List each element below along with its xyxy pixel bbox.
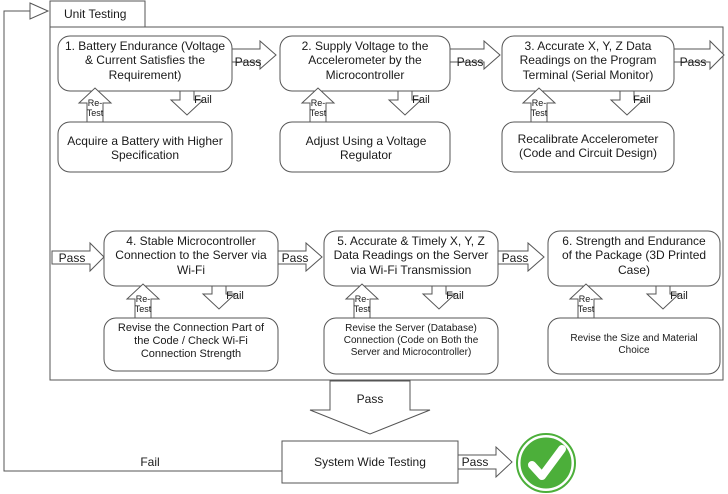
fix-label-6: Revise the Size and Material Choice	[570, 333, 698, 356]
pass-down-arrow	[309, 380, 431, 435]
system-test-label: System Wide Testing	[314, 455, 426, 469]
retest-label-1: Re-Test	[86, 98, 104, 118]
pass-label-3: Pass	[679, 55, 707, 69]
fix-box-3	[501, 121, 675, 173]
test-box-2	[279, 35, 451, 92]
fix-label-5: Revise the Server (Database) Connection …	[343, 323, 479, 358]
system-fail-label: Fail	[140, 455, 160, 469]
test-label-2: 2. Supply Voltage to the Accelerometer b…	[301, 39, 429, 82]
test-label-3: 3. Accurate X, Y, Z Data Readings on the…	[519, 39, 657, 82]
test-label-4: 4. Stable Microcontroller Connection to …	[115, 234, 267, 277]
fix-box-2	[279, 121, 451, 173]
retest-label-2: Re-Test	[309, 98, 327, 118]
retest-label-4: Re-Test	[134, 294, 152, 314]
fail-label-4: Fail	[226, 290, 244, 302]
row2-entry-pass-label: Pass	[58, 251, 86, 265]
row2-entry-arrow	[51, 241, 105, 273]
fail-arrow-3	[609, 90, 645, 116]
retest-arrow-4	[125, 283, 161, 319]
test-box-3	[501, 35, 675, 92]
fail-arrow-5	[421, 285, 457, 310]
retest-arrow-6	[568, 283, 604, 319]
unit-testing-tab	[49, 0, 146, 28]
retest-arrow-3	[521, 87, 557, 123]
fix-box-5	[323, 317, 499, 375]
fail-arrow-1	[169, 90, 205, 116]
fail-label-6: Fail	[670, 290, 688, 302]
fix-box-6	[547, 317, 721, 375]
fix-label-2: Adjust Using a Voltage Regulator	[305, 134, 427, 163]
fix-box-1	[57, 121, 233, 173]
fail-label-5: Fail	[446, 290, 464, 302]
pass-label-2: Pass	[456, 55, 484, 69]
frame-title: Unit Testing	[64, 7, 127, 21]
fix-label-4: Revise the Connection Part of the Code /…	[117, 322, 265, 361]
fail-arrow-6	[645, 285, 681, 310]
test-label-5: 5. Accurate & Timely X, Y, Z Data Readin…	[333, 234, 489, 277]
fail-arrow-2	[387, 90, 423, 116]
pass-arrow-1	[231, 39, 277, 71]
green-check-circle-icon	[516, 433, 576, 493]
fail-loop-arrowhead	[29, 2, 50, 20]
retest-arrow-2	[300, 87, 336, 123]
retest-label-5: Re-Test	[353, 294, 371, 314]
pass-arrow-4	[277, 241, 323, 273]
fix-label-1: Acquire a Battery with Higher Specificat…	[67, 134, 223, 163]
pass-arrow-2	[449, 39, 501, 71]
fail-label-2: Fail	[412, 94, 430, 106]
test-label-1: 1. Battery Endurance (Voltage & Current …	[64, 39, 226, 82]
retest-arrow-5	[344, 283, 380, 319]
fail-arrow-4	[201, 285, 237, 310]
retest-label-6: Re-Test	[577, 294, 595, 314]
test-box-6	[547, 230, 721, 287]
retest-arrow-1	[77, 87, 113, 123]
fail-label-3: Fail	[633, 94, 651, 106]
pass-label-4: Pass	[281, 251, 309, 265]
pass-arrow-5	[497, 241, 545, 273]
fail-loop-line	[3, 10, 282, 472]
test-box-1	[57, 35, 233, 92]
pass-label-5: Pass	[501, 251, 529, 265]
fail-label-1: Fail	[194, 94, 212, 106]
pass-arrow-3	[673, 39, 725, 71]
pass-label-1: Pass	[234, 55, 262, 69]
system-pass-label: Pass	[461, 455, 489, 469]
system-pass-arrow	[457, 445, 513, 479]
retest-label-3: Re-Test	[530, 98, 548, 118]
fix-box-4	[103, 317, 279, 372]
test-label-6: 6. Strength and Endurance of the Package…	[561, 234, 707, 277]
pass-down-label: Pass	[356, 392, 384, 406]
fix-label-3: Recalibrate Accelerometer (Code and Circ…	[517, 132, 659, 161]
